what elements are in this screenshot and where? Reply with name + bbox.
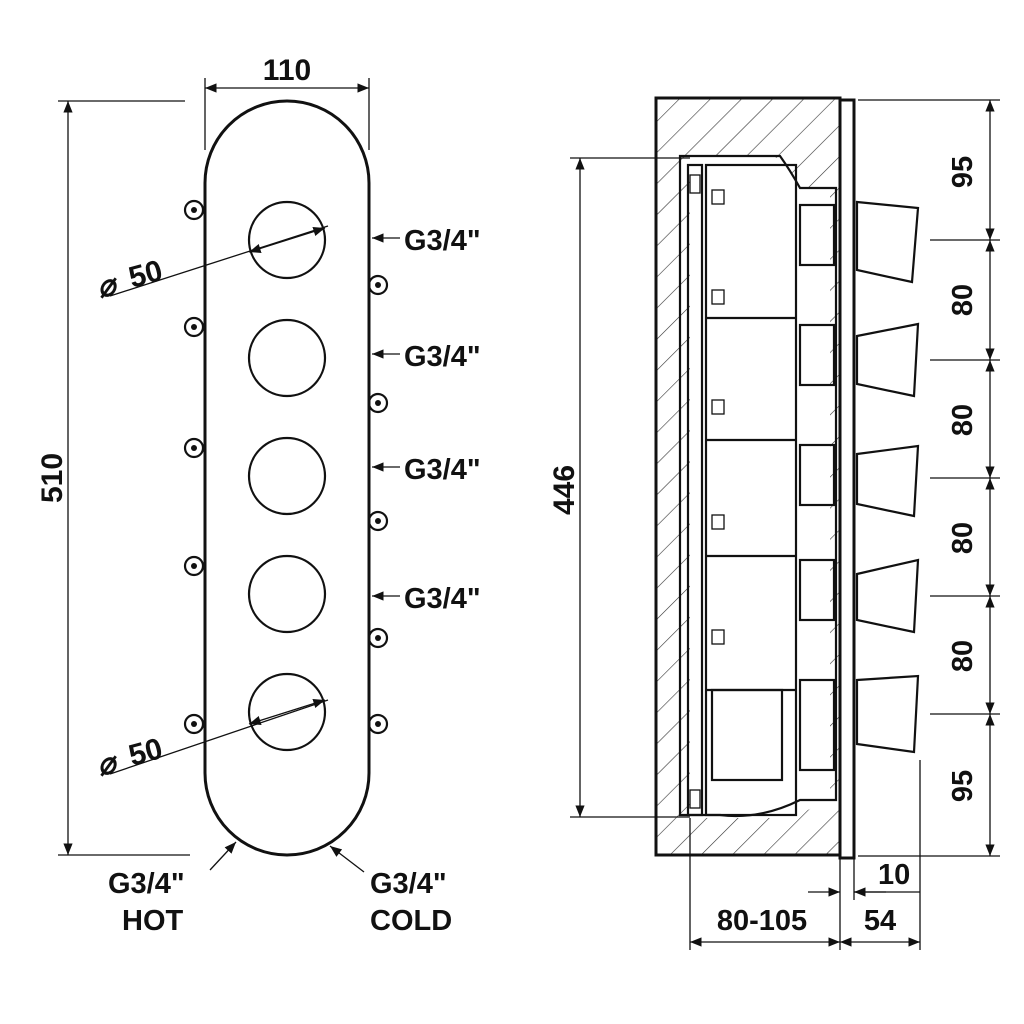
diameter-bottom-callout: ⌀ 50 (93, 699, 329, 783)
knob-2 (247, 318, 327, 398)
wall-section (654, 96, 842, 857)
width-dimension: 110 (204, 54, 370, 150)
cover-plate (838, 98, 856, 860)
spacing-label-6: 95 (947, 770, 979, 802)
height-dimension: 510 (36, 100, 190, 856)
width-label: 110 (263, 54, 311, 87)
knob-4 (247, 554, 327, 634)
hot-label: HOT (122, 905, 184, 937)
inner-height-dimension: 446 (548, 157, 690, 818)
projection-label: 54 (864, 905, 896, 937)
diameter-top-callout: ⌀ 50 (93, 225, 329, 305)
spacing-label-3: 80 (947, 404, 979, 436)
spacing-dimensions: 95 80 80 80 80 95 (858, 99, 1000, 857)
diameter-bottom-label: 50 (125, 732, 166, 773)
depth-label: 80-105 (717, 905, 807, 937)
outlet-label-1: G3/4" (404, 225, 481, 257)
inner-height-label: 446 (548, 465, 581, 515)
hot-inlet-callout: G3/4" HOT (108, 841, 237, 937)
diameter-bottom-symbol: ⌀ (93, 745, 123, 783)
outlet-label-3: G3/4" (404, 454, 481, 486)
knob-3 (247, 436, 327, 516)
outlet-label-2: G3/4" (404, 341, 481, 373)
spacing-label-2: 80 (947, 284, 979, 316)
bottom-dimensions: 10 80-105 54 (689, 760, 921, 950)
height-label: 510 (36, 453, 69, 503)
spacing-label-4: 80 (947, 522, 979, 554)
spacing-label-1: 95 (947, 156, 979, 188)
front-view: 110 510 ⌀ 50 ⌀ 50 G3/4" G3/4" (36, 54, 481, 937)
outlet-callouts: G3/4" G3/4" G3/4" G3/4" (372, 225, 481, 615)
outlet-label-4: G3/4" (404, 583, 481, 615)
side-knob-handles (855, 200, 920, 754)
diameter-top-symbol: ⌀ (93, 267, 123, 305)
mounting-lugs-right (367, 274, 389, 735)
cold-thread-label: G3/4" (370, 868, 447, 900)
hot-thread-label: G3/4" (108, 868, 185, 900)
cold-inlet-callout: G3/4" COLD (329, 845, 452, 937)
plate-thickness-label: 10 (878, 859, 910, 891)
embedded-body (678, 154, 838, 818)
faceplate-outline (203, 99, 371, 857)
side-view: 446 95 80 80 80 80 95 (548, 96, 1000, 950)
diameter-top-label: 50 (125, 254, 166, 295)
mounting-lugs-left (183, 199, 205, 735)
cold-label: COLD (370, 905, 452, 937)
spacing-label-5: 80 (947, 640, 979, 672)
